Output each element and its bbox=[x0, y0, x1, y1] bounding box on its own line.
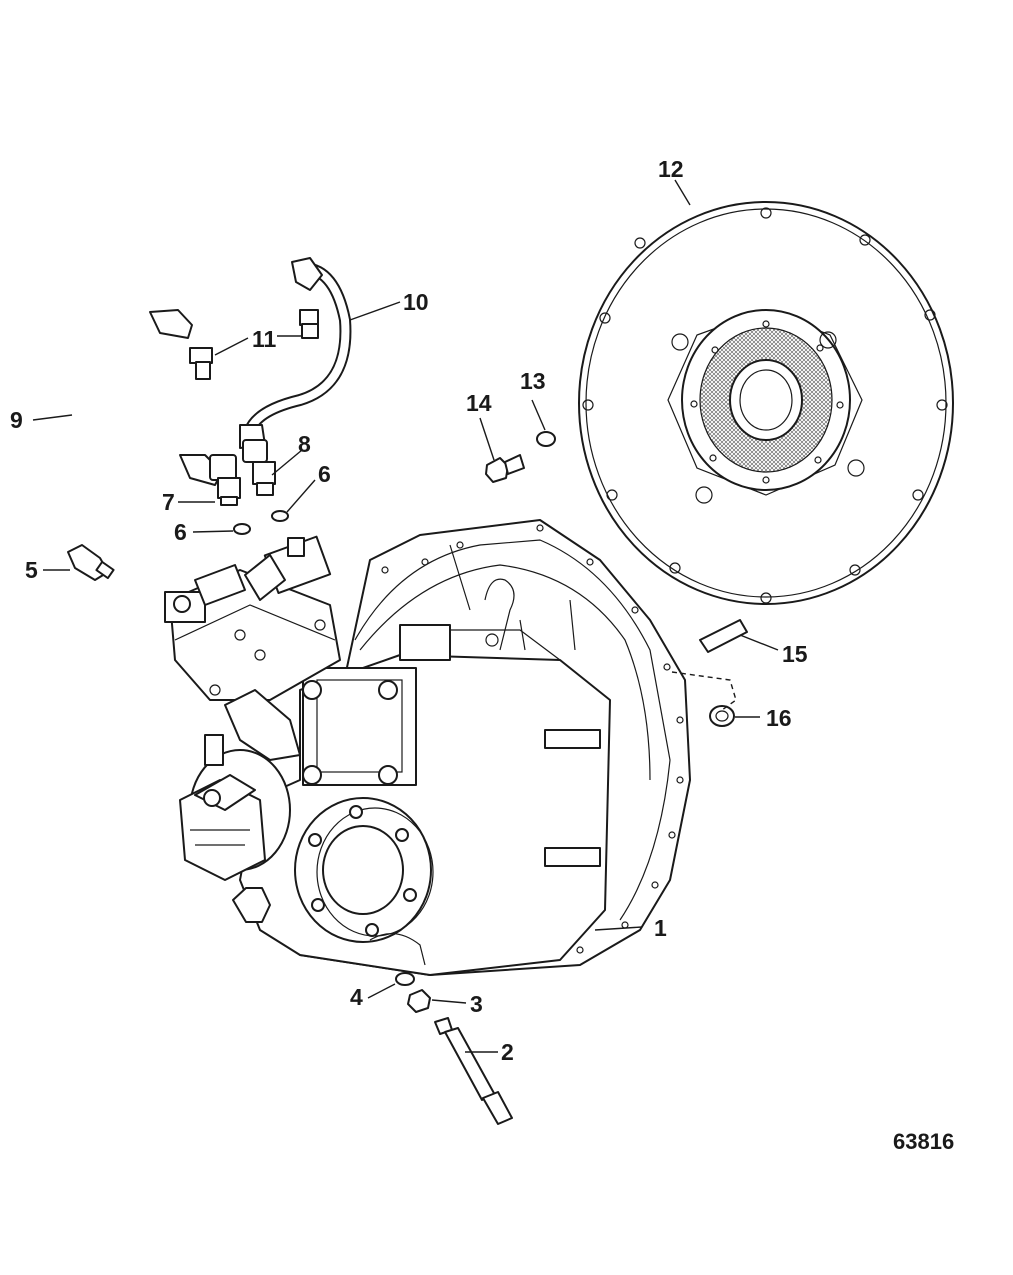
damper-plate-part bbox=[578, 201, 954, 605]
callout-4: 4 bbox=[350, 984, 363, 1010]
figure-number: 63816 bbox=[893, 1129, 954, 1154]
callout-13: 13 bbox=[520, 368, 546, 394]
sensor-5-part bbox=[67, 544, 115, 581]
washer-13-part bbox=[536, 431, 556, 447]
callout-10: 10 bbox=[403, 289, 429, 315]
o-ring-4-part bbox=[395, 972, 415, 986]
o-ring-6-right-part bbox=[271, 510, 289, 522]
fitting-8-part bbox=[242, 439, 276, 496]
callout-11: 11 bbox=[252, 326, 277, 352]
dowel-pin-15-part bbox=[699, 619, 748, 653]
bolt-14-part bbox=[485, 454, 525, 483]
callout-6-right: 6 bbox=[318, 461, 331, 487]
dowel-placement-guide bbox=[671, 671, 737, 711]
callout-1: 1 bbox=[654, 915, 667, 941]
callout-12: 12 bbox=[658, 156, 684, 182]
transmission-housing-part bbox=[232, 519, 691, 976]
fitting-7-part bbox=[209, 454, 241, 506]
plug-3-part bbox=[407, 989, 431, 1013]
fitting-11-right-part bbox=[299, 309, 319, 339]
bushing-16-part bbox=[709, 705, 735, 727]
callout-8: 8 bbox=[298, 431, 311, 457]
callout-5: 5 bbox=[25, 557, 38, 583]
callout-9: 9 bbox=[10, 407, 23, 433]
callout-7: 7 bbox=[162, 489, 175, 515]
callout-14: 14 bbox=[466, 390, 492, 416]
leader-lines bbox=[32, 179, 779, 1053]
callout-6-left: 6 bbox=[174, 519, 187, 545]
callout-2: 2 bbox=[501, 1039, 514, 1065]
hose-9-part bbox=[73, 309, 223, 486]
callout-3: 3 bbox=[470, 991, 483, 1017]
o-ring-6-left-part bbox=[233, 523, 251, 535]
fitting-11-left-part bbox=[189, 347, 213, 380]
temperature-sender-2-part bbox=[434, 1017, 513, 1125]
callout-16: 16 bbox=[766, 705, 792, 731]
valve-block-part bbox=[164, 535, 341, 761]
hose-10-part bbox=[239, 257, 352, 449]
pump-assembly-part bbox=[179, 734, 291, 881]
callout-15: 15 bbox=[782, 641, 808, 667]
